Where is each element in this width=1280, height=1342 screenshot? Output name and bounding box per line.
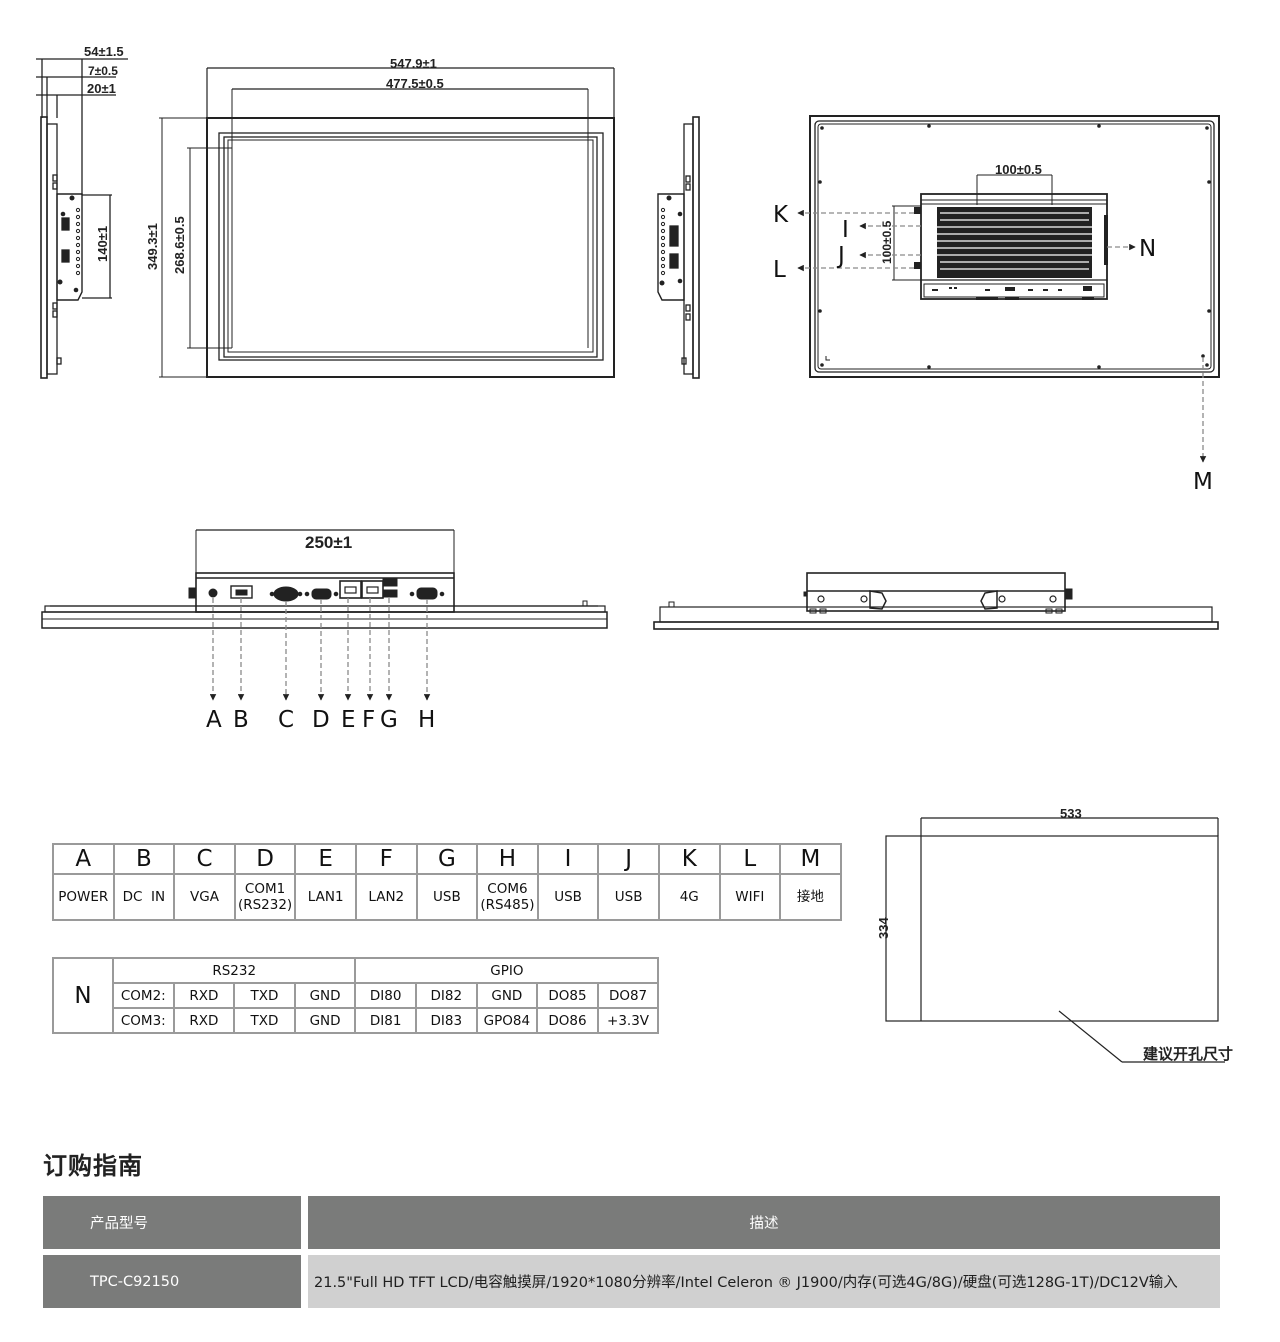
- side-view-left: [36, 58, 128, 379]
- callout-H: H: [418, 707, 435, 733]
- callout-N: N: [1139, 236, 1156, 262]
- dim-box-width: 250±1: [305, 533, 352, 552]
- dim-vesa-horizontal: 100±0.5: [995, 162, 1042, 177]
- port-name: COM6(RS485): [476, 873, 539, 921]
- dim-bezel: 7±0.5: [88, 64, 118, 78]
- pin-cell: DI80: [354, 982, 417, 1009]
- pin-cell: DI82: [414, 982, 478, 1009]
- port-name: USB: [415, 873, 479, 921]
- callout-A: A: [206, 707, 222, 733]
- n-row-com3: COM3: RXD TXD GND DI81 DI83 GPO84 DO86 +…: [53, 1007, 660, 1034]
- port-name: LAN1: [294, 873, 357, 921]
- pin-cell: DI81: [354, 1007, 417, 1034]
- group-rs232: RS232: [111, 957, 357, 984]
- port-letter: D: [233, 843, 297, 875]
- callout-G: G: [380, 707, 398, 733]
- port-name: VGA: [173, 873, 236, 921]
- pin-cell: GND: [293, 982, 357, 1009]
- port-letter: J: [597, 843, 660, 875]
- rear-view: [797, 115, 1220, 463]
- n-letter: N: [52, 957, 114, 1034]
- port-letter: H: [476, 843, 539, 875]
- port-name: LAN2: [354, 873, 418, 921]
- cutout-drawing: [885, 817, 1225, 1063]
- pin-cell: RXD: [172, 982, 236, 1009]
- port-letters-row: A B C D E F G H I J K L M: [52, 843, 842, 875]
- product-model: TPC-C92150: [43, 1255, 301, 1308]
- callout-I: I: [842, 217, 849, 243]
- port-name: DC IN: [112, 873, 176, 921]
- header-model: 产品型号: [43, 1196, 301, 1249]
- port-letter: I: [536, 843, 600, 875]
- callout-K: K: [773, 202, 789, 228]
- port-letter: K: [657, 843, 721, 875]
- dim-cutout-width: 533: [1060, 806, 1082, 821]
- n-group-row: N RS232 GPIO: [52, 957, 660, 1034]
- callout-J: J: [836, 243, 845, 269]
- pin-cell: DI83: [414, 1007, 478, 1034]
- dim-inner-width: 477.5±0.5: [386, 76, 444, 91]
- port-name: USB: [597, 873, 660, 921]
- port-letter: C: [173, 843, 236, 875]
- technical-drawings: 54±1.5 7±0.5 20±1 140±1 547.9±1 477.5±0.…: [36, 44, 1233, 1063]
- port-letter: E: [294, 843, 357, 875]
- dim-panel: 20±1: [87, 81, 116, 96]
- pin-cell: RXD: [172, 1007, 236, 1034]
- pin-cell: DO86: [536, 1007, 599, 1034]
- cutout-note: 建议开孔尺寸: [1143, 1045, 1233, 1063]
- port-letter: G: [415, 843, 479, 875]
- pin-cell: TXD: [233, 1007, 296, 1034]
- port-letter: L: [718, 843, 782, 875]
- callout-F: F: [362, 707, 375, 733]
- dim-outer-width: 547.9±1: [390, 56, 437, 71]
- pin-cell: GPO84: [475, 1007, 539, 1034]
- port-letter: A: [52, 843, 115, 875]
- port-name: USB: [536, 873, 600, 921]
- pin-cell: TXD: [233, 982, 296, 1009]
- pin-cell: COM2:: [112, 982, 175, 1009]
- port-name: 接地: [779, 873, 842, 921]
- port-letter: B: [112, 843, 176, 875]
- product-description: 21.5"Full HD TFT LCD/电容触摸屏/1920*1080分辨率/…: [308, 1255, 1220, 1308]
- pin-cell: GND: [475, 982, 539, 1009]
- port-letter: F: [354, 843, 418, 875]
- front-view: [159, 67, 615, 378]
- callout-C: C: [278, 707, 294, 733]
- pin-cell: DO87: [596, 982, 660, 1009]
- callout-D: D: [312, 707, 330, 733]
- port-name: WIFI: [718, 873, 782, 921]
- ordering-guide-title: 订购指南: [43, 1152, 143, 1180]
- port-names-row: POWER DC IN VGA COM1(RS232) LAN1 LAN2 US…: [52, 873, 842, 921]
- port-name: 4G: [657, 873, 721, 921]
- bottom-view-ports: [41, 529, 608, 701]
- dim-cutout-height: 334: [876, 917, 891, 939]
- pin-cell: COM3:: [112, 1007, 175, 1034]
- n-row-com2: COM2: RXD TXD GND DI80 DI82 GND DO85 DO8…: [53, 982, 660, 1009]
- dim-box-height: 140±1: [95, 226, 110, 262]
- callout-M: M: [1193, 469, 1213, 495]
- side-view-right: [657, 116, 700, 379]
- port-name: POWER: [52, 873, 115, 921]
- pin-cell: GND: [293, 1007, 357, 1034]
- callout-L: L: [773, 257, 786, 283]
- dim-outer-height: 349.3±1: [145, 223, 160, 270]
- dim-vesa-vertical: 100±0.5: [880, 220, 894, 264]
- callout-B: B: [233, 707, 249, 733]
- callout-E: E: [341, 707, 356, 733]
- pin-cell: +3.3V: [596, 1007, 660, 1034]
- header-description: 描述: [308, 1196, 1220, 1249]
- port-letter: M: [779, 843, 842, 875]
- top-view-box: [653, 572, 1219, 630]
- dim-depth-total: 54±1.5: [84, 44, 124, 59]
- port-legend-table: A B C D E F G H I J K L M POWER DC IN VG…: [52, 843, 842, 921]
- port-name: COM1(RS232): [233, 873, 297, 921]
- n-pinout-table: N RS232 GPIO COM2: RXD TXD GND DI80 DI82…: [52, 957, 660, 1034]
- dim-inner-height: 268.6±0.5: [172, 216, 187, 274]
- pin-cell: DO85: [536, 982, 599, 1009]
- group-gpio: GPIO: [354, 957, 660, 984]
